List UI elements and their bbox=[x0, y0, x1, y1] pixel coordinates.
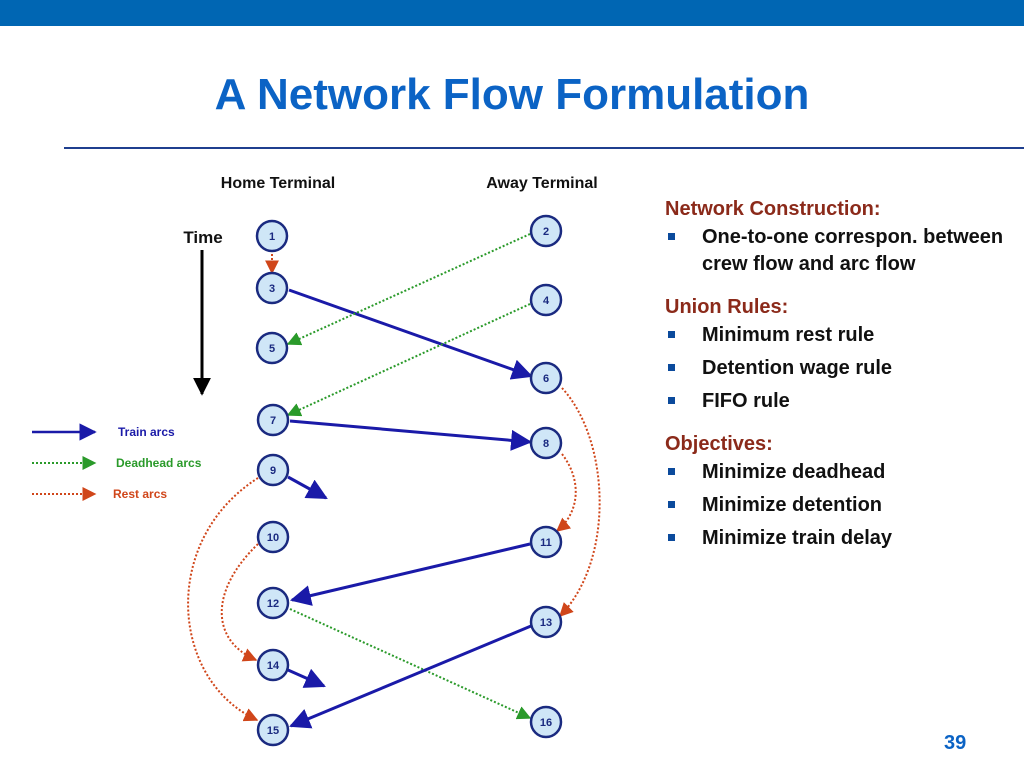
arc-deadhead-2-5 bbox=[286, 233, 531, 346]
node-14-label: 14 bbox=[267, 660, 280, 672]
arc-rest-9-15 bbox=[187, 477, 259, 722]
bullet-item: Minimize deadhead bbox=[665, 459, 1005, 486]
arc-deadhead-12-16 bbox=[289, 608, 532, 720]
node-9: 9 bbox=[256, 453, 290, 487]
arc-train-14-out bbox=[287, 668, 326, 688]
section-union-rules: Union Rules: Minimum rest rule Detention… bbox=[665, 294, 1005, 415]
arc-rest-10-14 bbox=[220, 543, 259, 662]
node-2-label: 2 bbox=[543, 226, 549, 238]
bullet-text: Minimum rest rule bbox=[702, 324, 875, 346]
node-16: 16 bbox=[529, 705, 563, 739]
side-panel: Network Construction: One-to-one corresp… bbox=[665, 196, 1005, 568]
bullet-square-icon bbox=[668, 501, 675, 508]
arc-train-9-out bbox=[287, 475, 328, 500]
node-16-label: 16 bbox=[540, 717, 552, 729]
node-7: 7 bbox=[256, 403, 290, 437]
bullet-item: Minimize train delay bbox=[665, 525, 1005, 552]
title-divider bbox=[64, 147, 1024, 149]
node-1-label: 1 bbox=[269, 231, 275, 243]
node-2: 2 bbox=[529, 214, 563, 248]
bullet-square-icon bbox=[668, 331, 675, 338]
bullet-text: Detention wage rule bbox=[702, 357, 893, 379]
bullet-square-icon bbox=[668, 233, 675, 240]
node-12: 12 bbox=[256, 586, 290, 620]
section-network-construction: Network Construction: One-to-one corresp… bbox=[665, 196, 1005, 278]
node-6: 6 bbox=[529, 361, 563, 395]
bullet-square-icon bbox=[668, 534, 675, 541]
arc-train-3-6 bbox=[288, 288, 533, 380]
bullet-list: One-to-one correspon. between crew flow … bbox=[665, 224, 1005, 278]
node-12-label: 12 bbox=[267, 598, 279, 610]
bullet-text: One-to-one correspon. between crew flow … bbox=[702, 226, 1004, 275]
node-4: 4 bbox=[529, 283, 563, 317]
arc-deadhead-4-7 bbox=[286, 303, 531, 417]
arc-train-11-12 bbox=[289, 542, 531, 606]
arcs bbox=[187, 233, 601, 729]
node-6-label: 6 bbox=[543, 373, 549, 385]
bullet-item: Minimum rest rule bbox=[665, 322, 1005, 349]
node-5: 5 bbox=[255, 331, 289, 365]
node-15: 15 bbox=[256, 713, 290, 747]
node-10: 10 bbox=[256, 520, 290, 554]
section-objectives: Objectives: Minimize deadhead Minimize d… bbox=[665, 431, 1005, 552]
legend-rest-label: Rest arcs bbox=[113, 487, 167, 501]
node-13: 13 bbox=[529, 605, 563, 639]
node-4-label: 4 bbox=[543, 295, 550, 307]
node-11-label: 11 bbox=[540, 537, 552, 549]
top-accent-bar bbox=[0, 0, 1024, 26]
arc-rest-8-11 bbox=[555, 453, 577, 532]
bullet-text: Minimize detention bbox=[702, 494, 882, 516]
node-9-label: 9 bbox=[270, 465, 276, 477]
bullet-list: Minimum rest rule Detention wage rule FI… bbox=[665, 322, 1005, 415]
section-heading: Union Rules: bbox=[665, 296, 789, 318]
node-5-label: 5 bbox=[269, 343, 275, 355]
node-10-label: 10 bbox=[267, 532, 279, 544]
bullet-square-icon bbox=[668, 397, 675, 404]
bullet-square-icon bbox=[668, 468, 675, 475]
node-11: 11 bbox=[529, 525, 563, 559]
away-terminal-label: Away Terminal bbox=[486, 175, 597, 192]
section-heading: Network Construction: bbox=[665, 198, 881, 220]
bullet-item: Minimize detention bbox=[665, 492, 1005, 519]
node-8: 8 bbox=[529, 426, 563, 460]
node-3-label: 3 bbox=[269, 283, 275, 295]
nodes: 1 2 3 4 5 6 7 8 9 10 11 12 13 14 15 16 bbox=[255, 214, 563, 747]
node-1: 1 bbox=[255, 219, 289, 253]
arc-train-7-8 bbox=[289, 419, 533, 451]
home-terminal-label: Home Terminal bbox=[221, 175, 335, 192]
bullet-text: Minimize deadhead bbox=[702, 461, 886, 483]
node-7-label: 7 bbox=[270, 415, 276, 427]
bullet-list: Minimize deadhead Minimize detention Min… bbox=[665, 459, 1005, 552]
bullet-text: Minimize train delay bbox=[702, 527, 893, 549]
node-14: 14 bbox=[256, 648, 290, 682]
node-13-label: 13 bbox=[540, 617, 552, 629]
bullet-item: Detention wage rule bbox=[665, 355, 1005, 382]
legend-deadhead-label: Deadhead arcs bbox=[116, 456, 202, 470]
bullet-square-icon bbox=[668, 364, 675, 371]
node-3: 3 bbox=[255, 271, 289, 305]
bullet-text: FIFO rule bbox=[702, 390, 790, 412]
section-heading: Objectives: bbox=[665, 433, 773, 455]
time-label: Time bbox=[183, 228, 222, 247]
bullet-item: FIFO rule bbox=[665, 388, 1005, 415]
arc-rest-6-13 bbox=[559, 387, 601, 617]
page-number: 39 bbox=[944, 732, 967, 754]
legend: Train arcs Deadhead arcs Rest arcs bbox=[32, 423, 202, 501]
legend-train-label: Train arcs bbox=[118, 425, 175, 439]
node-15-label: 15 bbox=[267, 725, 279, 737]
arc-train-13-15 bbox=[289, 624, 532, 729]
node-8-label: 8 bbox=[543, 438, 549, 450]
bullet-item: One-to-one correspon. between crew flow … bbox=[665, 224, 1005, 278]
slide-title: A Network Flow Formulation bbox=[214, 70, 810, 119]
